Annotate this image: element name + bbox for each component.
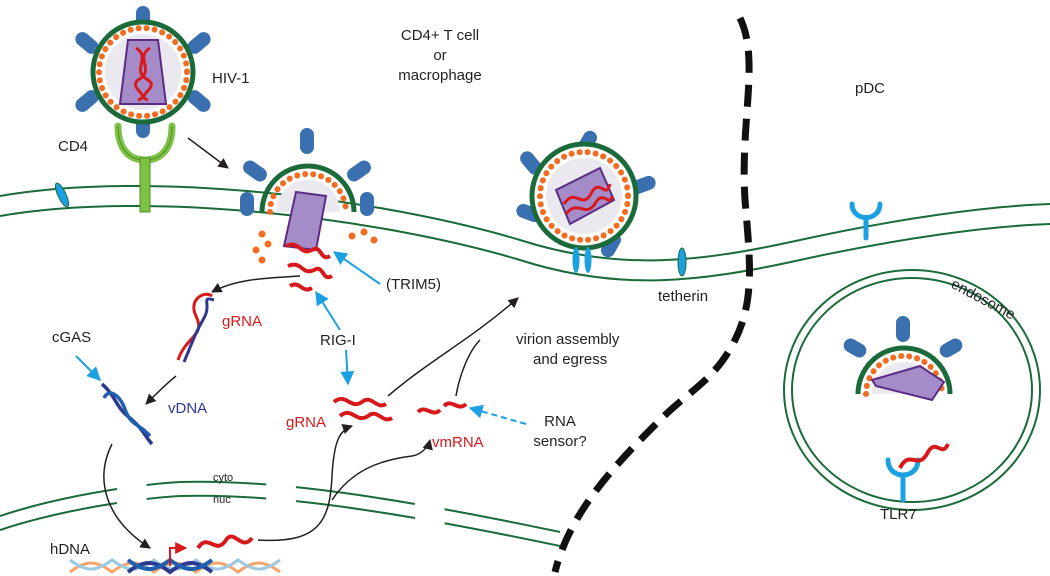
membrane-protein	[54, 182, 70, 208]
label-vdna: vDNA	[168, 400, 207, 417]
label-grna-mid: gRNA	[286, 414, 326, 431]
label-hiv: HIV-1	[212, 70, 250, 87]
vmrna-strand	[416, 401, 468, 415]
label-assembly-line2: and egress	[533, 351, 607, 368]
label-trim5: (TRIM5)	[386, 276, 441, 293]
nuclear-envelope	[0, 480, 561, 547]
arrow-transcript-to-vmrna	[331, 438, 433, 501]
plasma-membrane	[0, 185, 1050, 282]
transcription-start	[169, 542, 188, 566]
tetherin-protein	[677, 247, 687, 277]
label-cell-type-line1: CD4+ T cell	[401, 27, 479, 44]
arrow-virus-to-fusion	[187, 137, 229, 169]
label-cell-type-line2: or	[433, 47, 446, 64]
arrow-rigi-to-grna	[340, 349, 355, 386]
label-rna-sensor-line2: sensor?	[533, 433, 586, 450]
hiv-virion-budding	[516, 130, 656, 273]
process-arrows	[103, 137, 519, 549]
sensing-arrows	[75, 251, 527, 425]
arrow-cgas	[75, 355, 101, 381]
hiv-virion-free	[75, 6, 211, 138]
arrow-vdna-to-nucleus	[103, 443, 151, 549]
grna-strand-top	[176, 292, 215, 363]
label-pdc: pDC	[855, 80, 885, 97]
label-cd4: CD4	[58, 138, 88, 155]
label-tetherin: tetherin	[658, 288, 708, 305]
cell-divider	[551, 16, 753, 573]
pdc-surface-receptor	[849, 201, 883, 241]
label-cell-type-line3: macrophage	[398, 67, 481, 84]
arrow-grna-to-rt	[211, 275, 301, 293]
grna-released	[285, 242, 334, 292]
arrow-rna-sensor	[468, 404, 527, 425]
grna-strand-mid	[332, 396, 394, 422]
arrow-trim5	[332, 251, 381, 285]
label-nuc: nuc	[213, 494, 231, 506]
cd4-receptor	[114, 122, 176, 213]
label-hdna: hDNA	[50, 541, 90, 558]
label-assembly-line1: virion assembly	[516, 331, 620, 348]
rna-endosome	[898, 443, 950, 470]
label-vmrna: vmRNA	[432, 434, 484, 451]
label-tlr7: TLR7	[880, 506, 917, 523]
hiv-virion-fusing	[240, 128, 378, 264]
label-cyto: cyto	[213, 472, 233, 484]
label-rigi: RIG-I	[320, 332, 356, 349]
arrow-transcript-to-grna	[257, 424, 353, 542]
hiv-virion-endosome	[843, 316, 963, 402]
arrow-rt-to-vdna	[145, 375, 177, 405]
arrow-vmrna-to-assembly	[455, 339, 481, 397]
vdna-helix	[100, 382, 154, 446]
hdna-helix	[69, 557, 281, 575]
endosome	[783, 269, 1041, 511]
label-cgas: cGAS	[52, 329, 91, 346]
tlr7-receptor	[885, 457, 921, 503]
label-grna-top: gRNA	[222, 313, 262, 330]
arrow-grna-to-assembly	[387, 297, 519, 397]
label-endosome: endosome	[948, 276, 1018, 324]
arrow-rigi-to-released	[315, 290, 341, 331]
label-rna-sensor-line1: RNA	[544, 413, 576, 430]
rna-transcript	[196, 534, 254, 550]
